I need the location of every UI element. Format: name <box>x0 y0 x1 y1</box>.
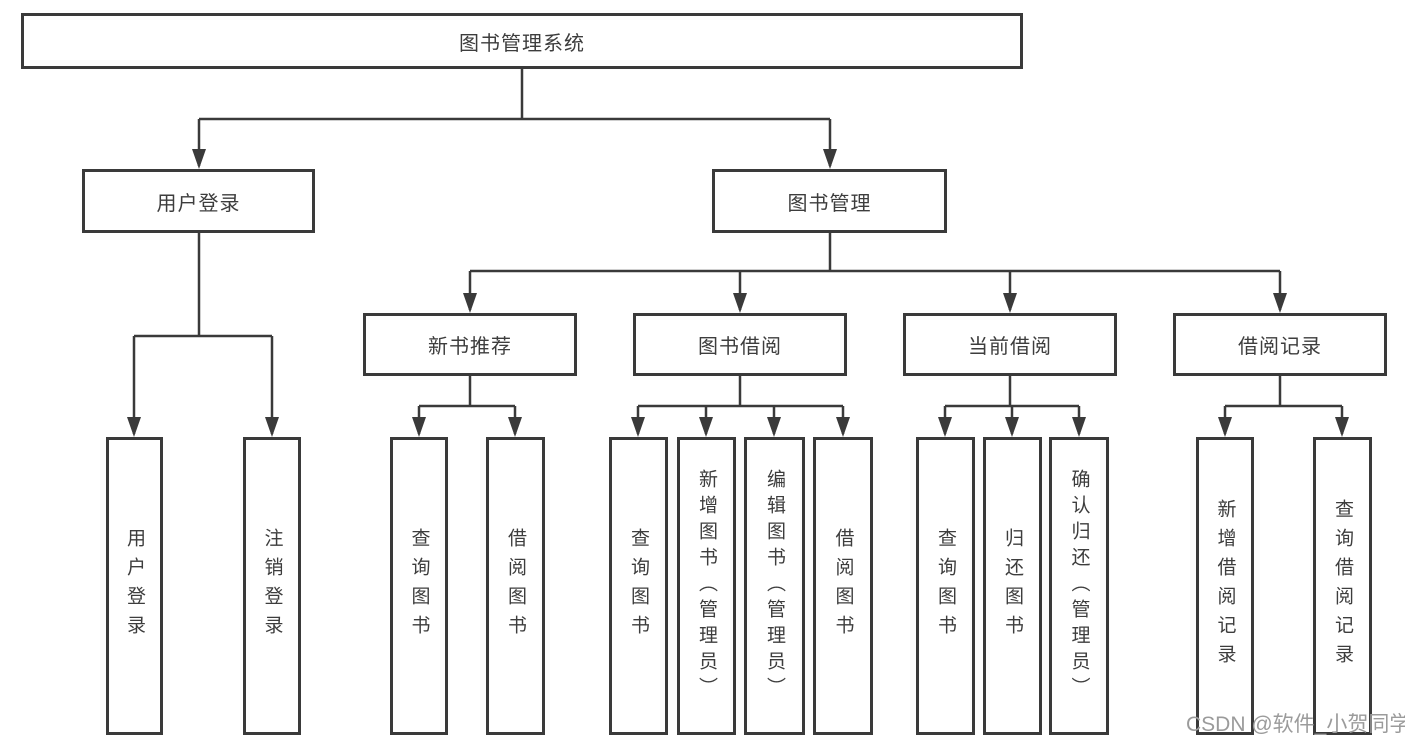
leaf-cb-return-books-label: 归还图书 <box>1002 528 1023 644</box>
node-user-login: 用户登录 <box>82 169 315 233</box>
node-new-book-recommend: 新书推荐 <box>363 313 577 376</box>
arrow-down-icon <box>733 293 747 313</box>
arrow-down-icon <box>1003 293 1017 313</box>
leaf-br-query-record: 查询借阅记录 <box>1313 437 1372 735</box>
arrow-down-icon <box>699 417 713 437</box>
leaf-cb-return-books: 归还图书 <box>983 437 1042 735</box>
node-borrow-records-label: 借阅记录 <box>1238 336 1322 358</box>
node-book-management-label: 图书管理 <box>787 192 872 215</box>
leaf-bb-edit-books-admin: 编辑图书（管理员） <box>744 437 805 735</box>
leaf-nb-query-books: 查询图书 <box>390 437 448 735</box>
arrow-down-icon <box>1218 417 1232 437</box>
leaf-cb-query-books-label: 查询图书 <box>935 528 956 644</box>
node-root: 图书管理系统 <box>21 13 1023 69</box>
node-user-login-label: 用户登录 <box>156 192 241 215</box>
leaf-cb-confirm-return-admin-label: 确认归还（管理员） <box>1068 469 1090 703</box>
leaf-bb-borrow-books-label: 借阅图书 <box>832 528 854 644</box>
node-new-book-recommend-label: 新书推荐 <box>428 336 512 358</box>
leaf-cb-confirm-return-admin: 确认归还（管理员） <box>1049 437 1109 735</box>
watermark: CSDN @软件_小贺同学 <box>1186 713 1405 736</box>
leaf-br-add-record: 新增借阅记录 <box>1196 437 1254 735</box>
leaf-bb-borrow-books: 借阅图书 <box>813 437 873 735</box>
arrow-down-icon <box>631 417 645 437</box>
arrow-down-icon <box>192 149 206 169</box>
arrow-down-icon <box>767 417 781 437</box>
leaf-user-login: 用户登录 <box>106 437 163 735</box>
arrow-down-icon <box>127 417 141 437</box>
tree-edges <box>132 67 1344 434</box>
leaf-bb-query-books-label: 查询图书 <box>628 528 649 644</box>
node-book-borrow: 图书借阅 <box>633 313 847 376</box>
leaf-nb-borrow-books-label: 借阅图书 <box>505 528 526 644</box>
leaf-bb-edit-books-admin-label: 编辑图书（管理员） <box>764 469 785 703</box>
arrow-down-icon <box>1273 293 1287 313</box>
arrow-down-icon <box>938 417 952 437</box>
node-root-label: 图书管理系统 <box>459 32 585 55</box>
node-current-borrow: 当前借阅 <box>903 313 1117 376</box>
leaf-logout: 注销登录 <box>243 437 301 735</box>
arrow-down-icon <box>463 293 477 313</box>
arrow-down-icon <box>1335 417 1349 437</box>
arrow-down-icon <box>836 417 850 437</box>
arrow-down-icon <box>823 149 837 169</box>
arrow-down-icon <box>265 417 279 437</box>
leaf-bb-add-books-admin: 新增图书（管理员） <box>677 437 736 735</box>
leaf-user-login-label: 用户登录 <box>124 528 145 644</box>
leaf-bb-add-books-admin-label: 新增图书（管理员） <box>696 469 717 703</box>
leaf-br-add-record-label: 新增借阅记录 <box>1214 499 1236 673</box>
arrow-down-icon <box>508 417 522 437</box>
arrow-down-icon <box>1072 417 1086 437</box>
arrow-down-icon <box>412 417 426 437</box>
leaf-nb-query-books-label: 查询图书 <box>408 528 430 644</box>
leaf-cb-query-books: 查询图书 <box>916 437 975 735</box>
node-book-borrow-label: 图书借阅 <box>698 336 782 358</box>
arrow-down-icon <box>1005 417 1019 437</box>
arrowhead-icons <box>127 149 1349 437</box>
leaf-nb-borrow-books: 借阅图书 <box>486 437 545 735</box>
leaf-br-query-record-label: 查询借阅记录 <box>1332 499 1353 673</box>
node-borrow-records: 借阅记录 <box>1173 313 1387 376</box>
leaf-bb-query-books: 查询图书 <box>609 437 668 735</box>
node-book-management: 图书管理 <box>712 169 947 233</box>
node-current-borrow-label: 当前借阅 <box>968 336 1052 358</box>
leaf-logout-label: 注销登录 <box>261 528 283 644</box>
